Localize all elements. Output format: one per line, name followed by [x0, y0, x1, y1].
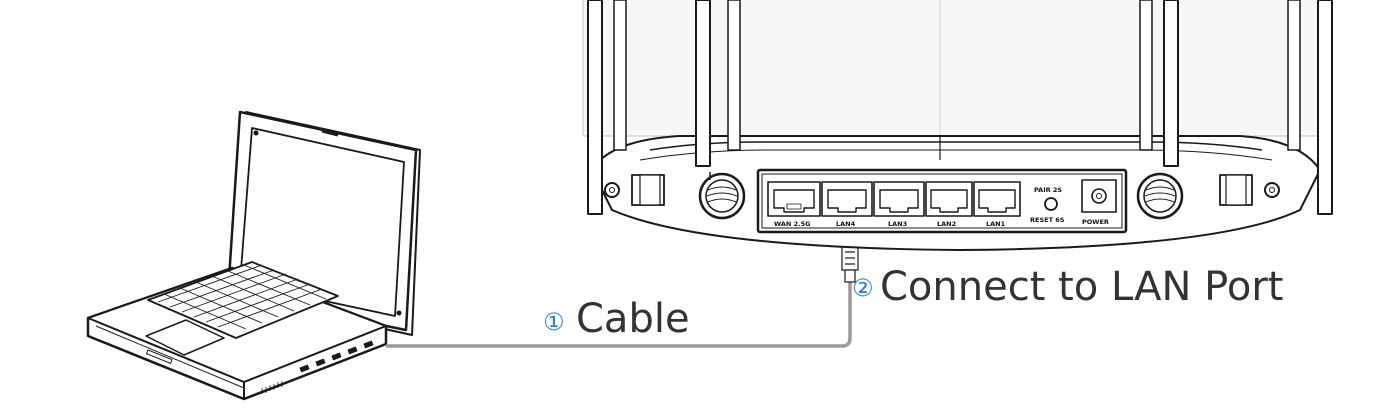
port-label-lan2: LAN2 [937, 220, 956, 228]
router-port-lan2 [925, 181, 973, 217]
step-2-label: Connect to LAN Port [880, 264, 1283, 310]
ethernet-cable [386, 282, 852, 348]
step-2-number: ② [852, 274, 874, 302]
step-1-label: Cable [576, 296, 690, 342]
port-label-lan1: LAN1 [986, 220, 1006, 228]
power-jack [1081, 179, 1117, 213]
port-label-wan: WAN 2.5G [774, 220, 810, 228]
router-port-lan4 [821, 181, 873, 217]
port-label-lan4: LAN4 [836, 220, 856, 228]
pair-label: PAIR 2S [1034, 186, 1062, 194]
router-port-lan3 [873, 181, 925, 217]
reset-label: RESET 6S [1030, 216, 1065, 224]
step-1-number: ① [543, 308, 565, 336]
laptop-icon [86, 110, 421, 401]
router-port-lan1 [973, 181, 1021, 217]
router-icon [582, 0, 1333, 251]
reset-button [1044, 197, 1058, 211]
port-label-lan3: LAN3 [888, 220, 907, 228]
power-label: POWER [1082, 218, 1109, 226]
router-port-wan [767, 181, 821, 217]
